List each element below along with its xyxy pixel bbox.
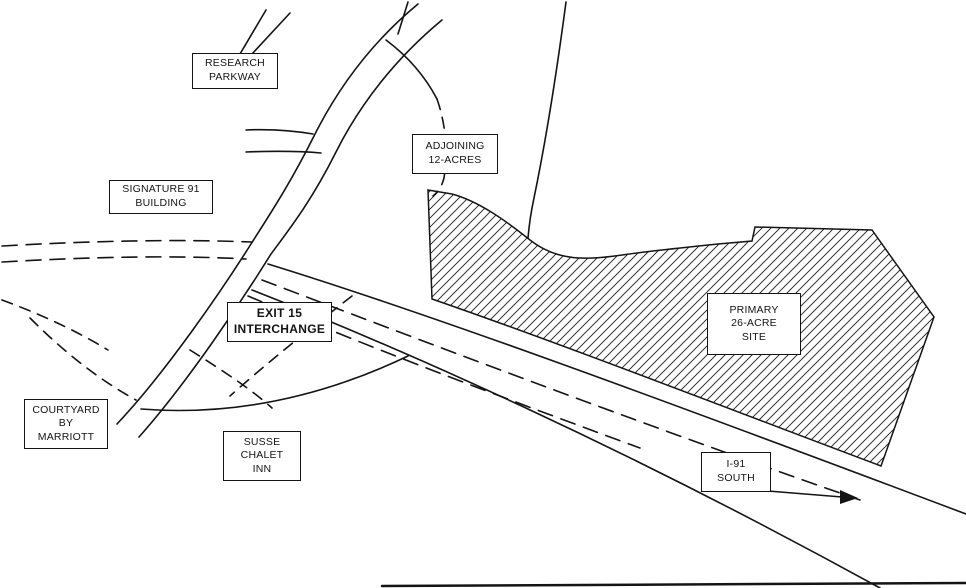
i91-south-arrow-line [767,490,843,498]
label-i91-south: I-91 SOUTH [701,452,771,492]
label-primary-26-acre-site: PRIMARY 26-ACRE SITE [707,293,801,355]
label-courtyard-by-marriott: COURTYARD BY MARRIOTT [24,399,108,449]
label-signature-91-building: SIGNATURE 91 BUILDING [109,180,213,214]
road-branch-south-edge [245,150,322,154]
road-research-parkway-west-edge [116,3,419,425]
ramp-merge-dash [229,295,353,397]
ramp-west-dash-2 [1,256,247,263]
label-exit-15-interchange: EXIT 15 INTERCHANGE [227,302,332,342]
ramp-northeast-solid [385,39,438,100]
road-research-parkway-east-edge [138,19,443,438]
highway-north-edge [267,263,966,515]
ramp-west-dash-1 [1,239,253,247]
research-parkway-pointer-line-1 [239,9,267,55]
label-research-parkway: RESEARCH PARKWAY [192,53,278,89]
i91-south-arrow-head [840,490,858,504]
research-parkway-pointer-line-2 [251,12,291,55]
parcel-boundary-dashed [432,98,447,197]
road-stub-north [397,1,409,35]
ramp-merge-solid [140,355,409,412]
ramp-south-dash [189,349,273,409]
road-branch-north-edge [245,128,314,135]
primary-site-parcel-hatched [427,189,935,467]
label-susse-chalet-inn: SUSSE CHALET INN [223,431,301,481]
page-edge-line [380,581,966,588]
label-adjoining-12-acres: ADJOINING 12-ACRES [412,134,498,174]
ramp-southwest-dash-2 [29,317,137,401]
parcel-boundary-east [527,1,567,239]
ramp-southwest-dash-1 [1,299,109,351]
